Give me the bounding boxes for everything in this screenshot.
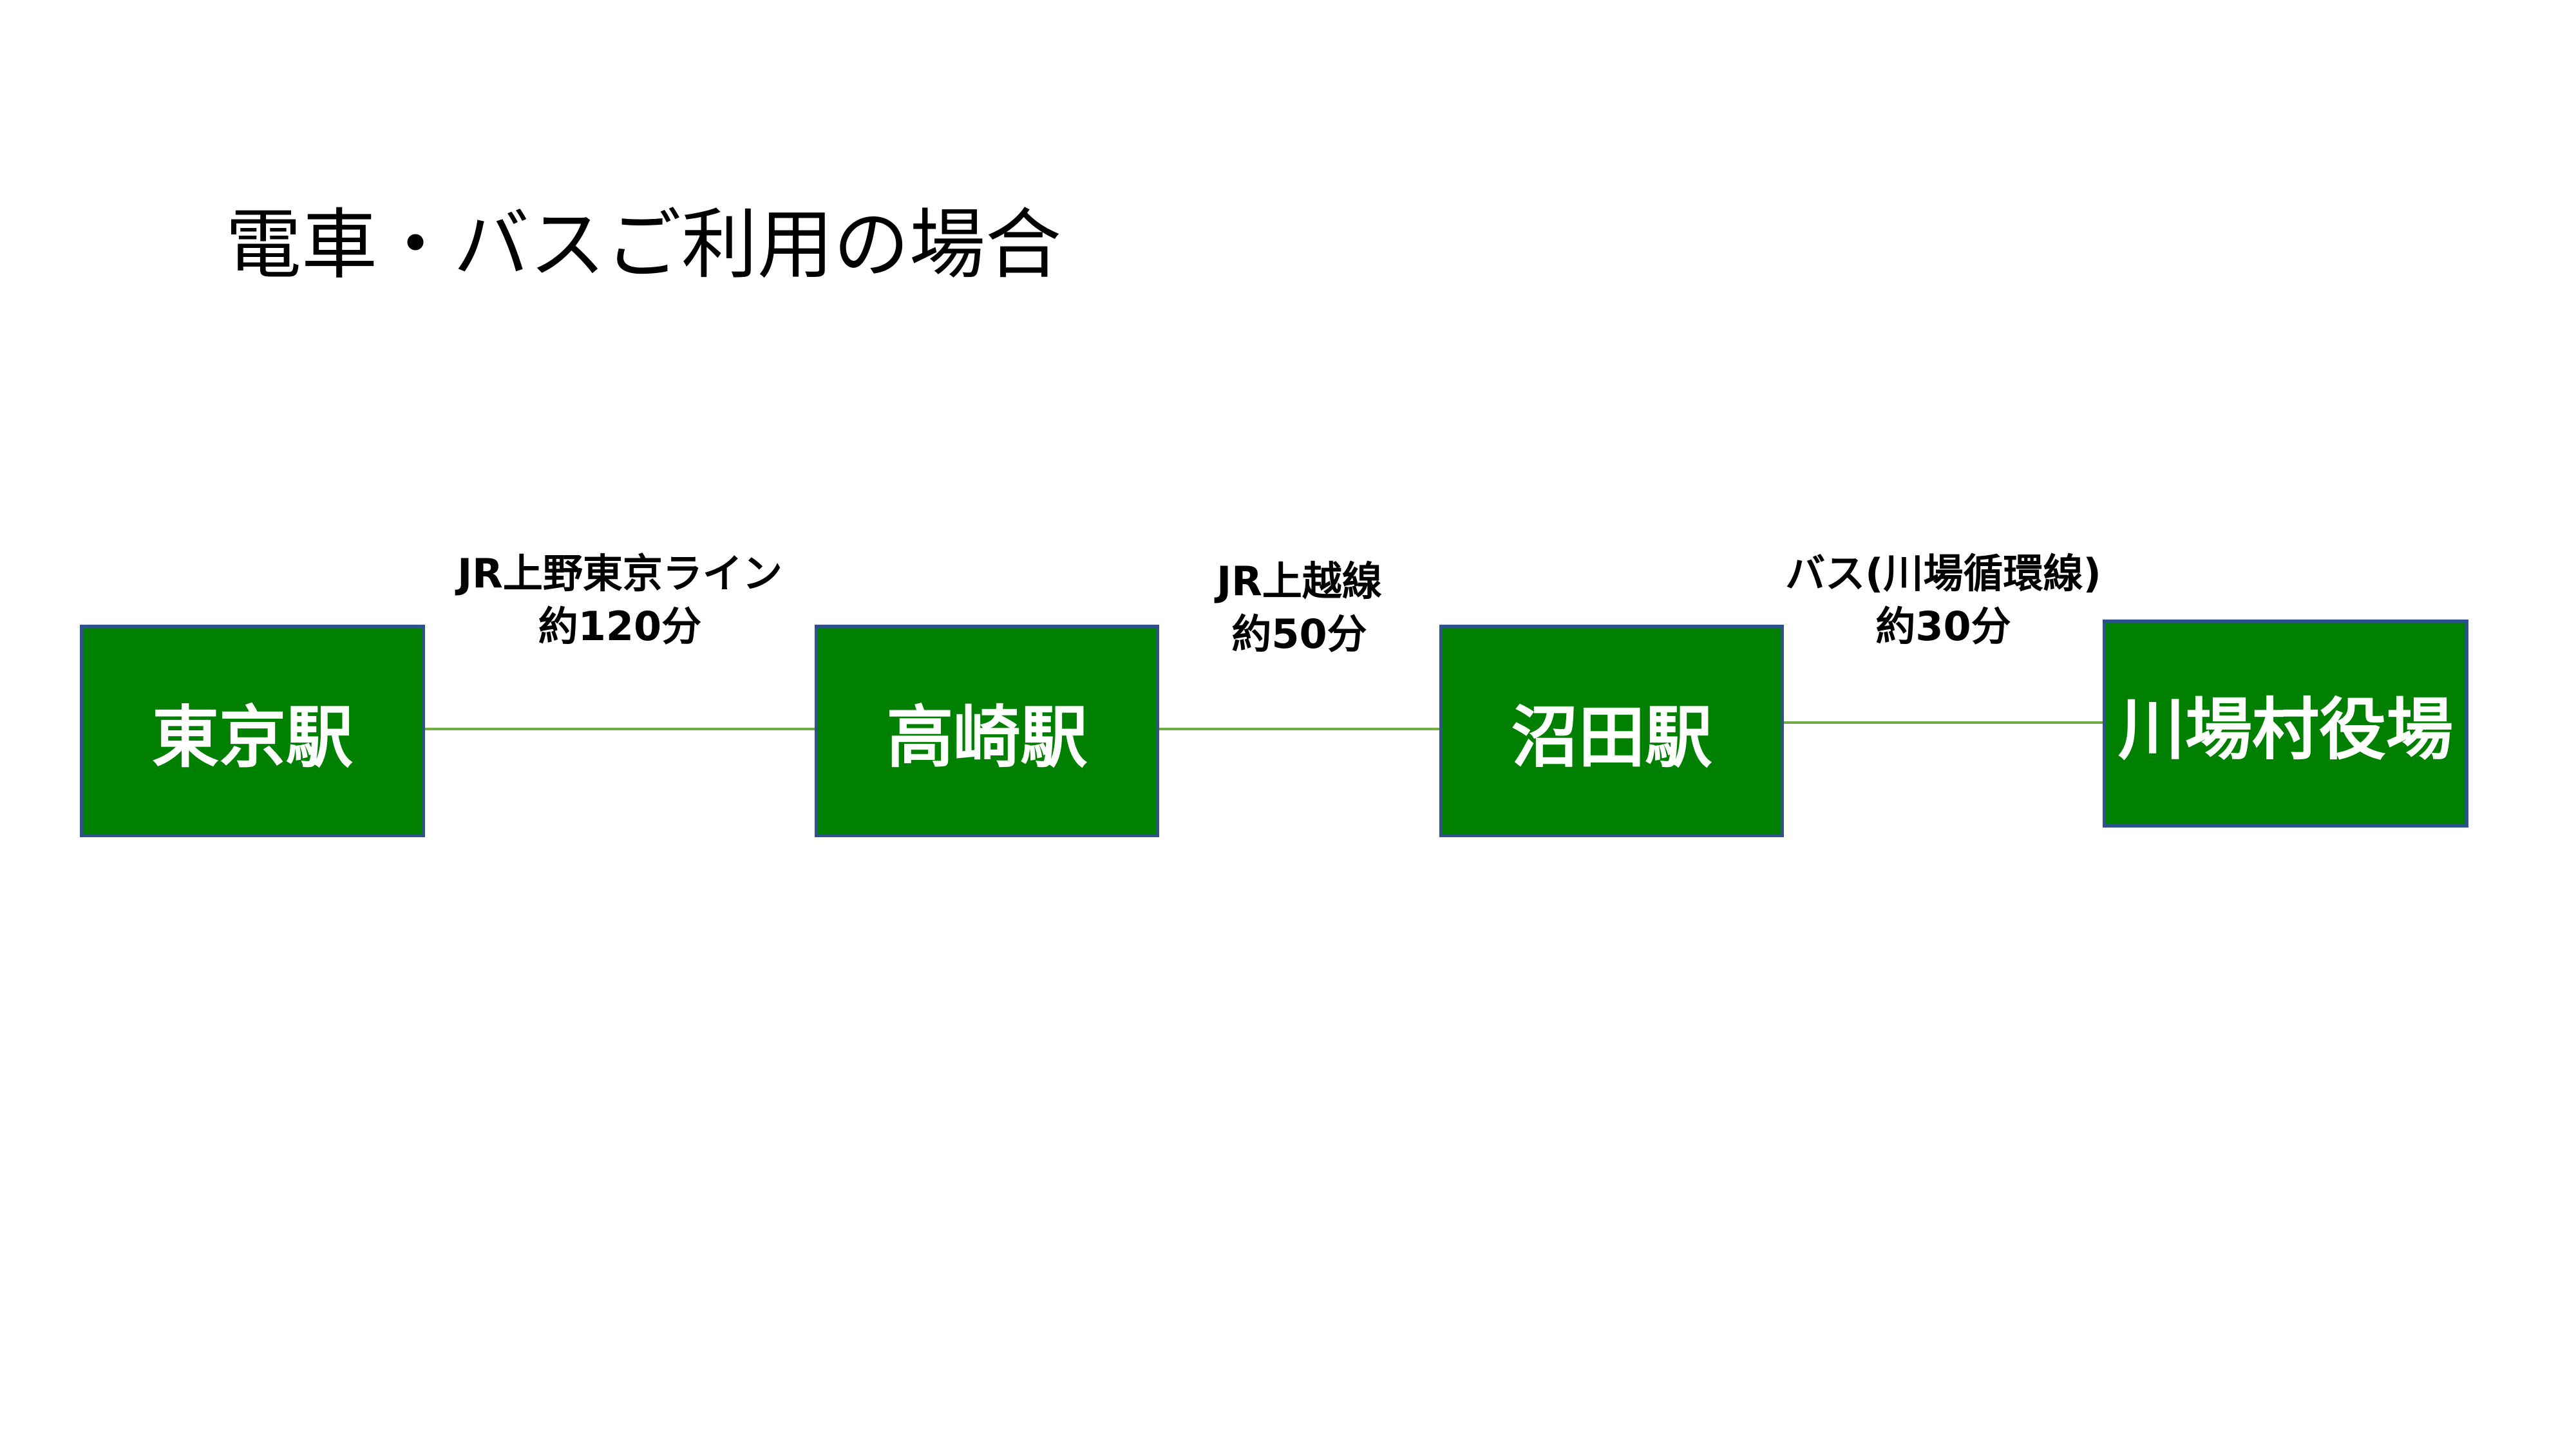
route-line-name: バス(川場循環線) bbox=[1785, 550, 2101, 597]
station-kawaba-village-office: 川場村役場 bbox=[2103, 620, 2468, 828]
station-label: 高崎駅 bbox=[886, 697, 1088, 777]
route-label-3: バス(川場循環線) 約30分 bbox=[1765, 547, 2122, 653]
connector-numata-kawaba bbox=[1784, 721, 2103, 724]
route-duration: 約50分 bbox=[1231, 611, 1367, 658]
connector-takasaki-numata bbox=[1159, 728, 1439, 730]
station-label: 川場村役場 bbox=[2117, 690, 2453, 769]
station-takasaki: 高崎駅 bbox=[815, 625, 1159, 837]
route-label-1: JR上野東京ライン 約120分 bbox=[425, 547, 815, 653]
station-label: 東京駅 bbox=[151, 697, 353, 777]
route-label-2: JR上越線 約50分 bbox=[1159, 555, 1439, 661]
station-numata: 沼田駅 bbox=[1439, 625, 1784, 837]
route-line-name: JR上越線 bbox=[1217, 558, 1382, 605]
connector-tokyo-takasaki bbox=[425, 728, 815, 730]
route-duration: 約30分 bbox=[1875, 603, 2011, 650]
page-title: 電車・バスご利用の場合 bbox=[225, 200, 1062, 289]
station-label: 沼田駅 bbox=[1511, 697, 1712, 777]
route-duration: 約120分 bbox=[538, 603, 702, 650]
route-line-name: JR上野東京ライン bbox=[457, 550, 782, 597]
station-tokyo: 東京駅 bbox=[80, 625, 425, 837]
